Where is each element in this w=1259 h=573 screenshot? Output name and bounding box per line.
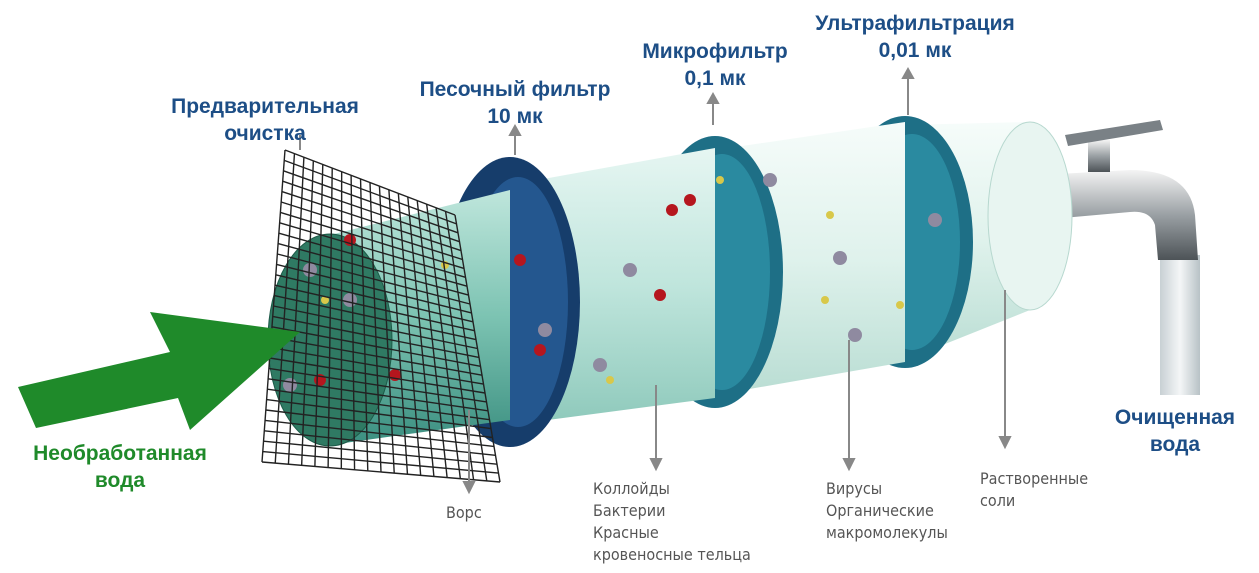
removed-lint: Ворс bbox=[446, 502, 482, 524]
removed-micro: Вирусы Органические макромолекулы bbox=[826, 478, 948, 544]
removed-item: Бактерии bbox=[593, 501, 666, 520]
removed-item: макромолекулы bbox=[826, 523, 948, 542]
removed-item: Коллойды bbox=[593, 479, 670, 498]
label-line: Песочный фильтр bbox=[419, 78, 611, 101]
removed-item: кровеносные тельца bbox=[593, 545, 751, 564]
pointer-lines bbox=[299, 66, 1012, 495]
removed-item: Органические bbox=[826, 501, 934, 520]
label-sand-filter: Песочный фильтр 10 мк bbox=[395, 76, 635, 130]
label-line: Предварительная bbox=[171, 95, 359, 118]
label-line: 0,01 мк bbox=[878, 39, 952, 62]
removed-item: Красные bbox=[593, 523, 659, 542]
removed-item: Вирусы bbox=[826, 479, 883, 498]
label-line: 0,1 мк bbox=[684, 67, 746, 90]
label-line: вода bbox=[1149, 433, 1201, 456]
label-line: Микрофильтр bbox=[642, 40, 788, 63]
label-line: Очищенная bbox=[1114, 406, 1236, 429]
label-line: Ультрафильтрация bbox=[815, 12, 1015, 35]
label-line: очистка bbox=[224, 122, 306, 145]
raw-water-arrow bbox=[18, 312, 300, 430]
removed-sand: Коллойды Бактерии Красные кровеносные те… bbox=[593, 478, 751, 566]
removed-item: Растворенные bbox=[980, 469, 1089, 488]
removed-ultra: Растворенные соли bbox=[980, 468, 1088, 512]
label-line: Необработанная bbox=[33, 442, 207, 465]
label-microfilter: Микрофильтр 0,1 мк bbox=[615, 38, 815, 92]
mesh-screen bbox=[261, 149, 501, 483]
label-pretreatment: Предварительная очистка bbox=[150, 93, 380, 147]
removed-item: Ворс bbox=[446, 503, 482, 522]
faucet-icon bbox=[1040, 120, 1200, 395]
label-ultrafiltration: Ультрафильтрация 0,01 мк bbox=[800, 10, 1030, 64]
label-line: 10 мк bbox=[487, 105, 543, 128]
label-raw-water: Необработанная вода bbox=[5, 440, 235, 494]
removed-item: соли bbox=[980, 491, 1016, 510]
label-clean-water: Очищенная вода bbox=[1100, 404, 1250, 458]
label-line: вода bbox=[94, 469, 146, 492]
